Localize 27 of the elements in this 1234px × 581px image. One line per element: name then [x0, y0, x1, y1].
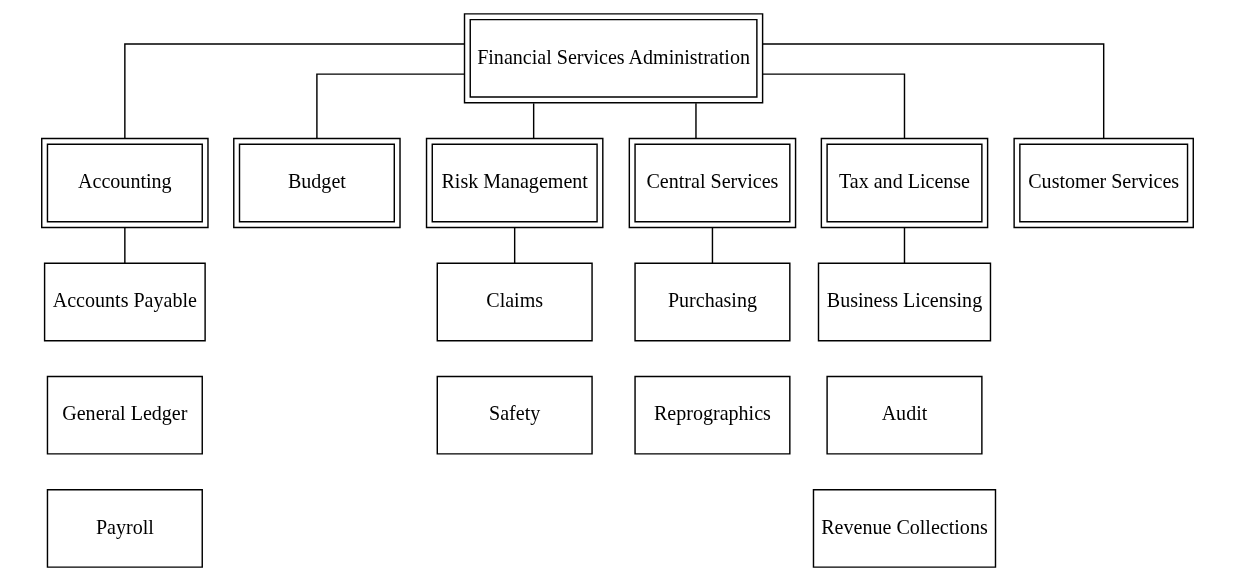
- node-box: Purchasing: [633, 262, 791, 342]
- connector: [532, 102, 534, 140]
- connector: [903, 227, 905, 264]
- node-box: Business Licensing: [817, 262, 991, 342]
- node-box: Reprographics: [633, 375, 791, 455]
- node-box: Accounts Payable: [43, 262, 206, 342]
- node-box: Budget: [232, 137, 401, 229]
- connector: [123, 43, 465, 139]
- node-box: Claims: [436, 262, 593, 342]
- connector: [315, 73, 465, 139]
- connector: [513, 227, 515, 264]
- node-box: Tax and License: [820, 137, 988, 229]
- node-box: Customer Services: [1012, 137, 1194, 229]
- node-box: Payroll: [46, 489, 203, 568]
- connector: [761, 73, 905, 139]
- node-box: Central Services: [628, 137, 796, 229]
- connector: [761, 43, 1104, 139]
- node-box: Risk Management: [425, 137, 604, 229]
- node-box: Accounting: [40, 137, 209, 229]
- node-box: Audit: [825, 375, 983, 455]
- node-box: Safety: [436, 375, 593, 455]
- node-box: General Ledger: [46, 375, 203, 455]
- connector: [694, 102, 697, 140]
- connector: [711, 227, 713, 264]
- connector: [123, 227, 126, 264]
- node-box: Financial Services Administration: [463, 13, 763, 104]
- node-box: Revenue Collections: [812, 489, 996, 568]
